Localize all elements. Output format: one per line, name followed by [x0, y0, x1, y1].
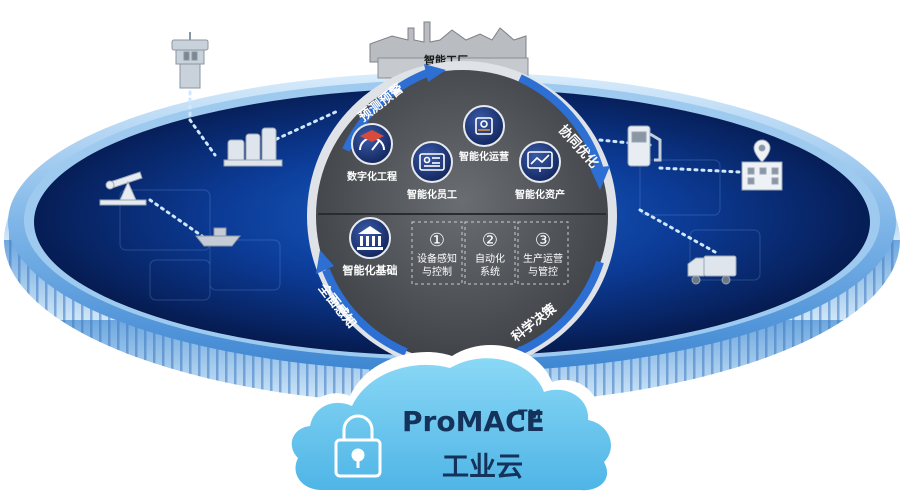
- module-label: 智能化运营: [459, 150, 509, 163]
- id-card-icon: [419, 153, 445, 171]
- gauge-icon: [359, 130, 385, 151]
- base-box-2: ② 自动化 系统: [464, 221, 516, 285]
- module-smart-assets: 智能化资产: [515, 141, 565, 201]
- city-location-icon: [741, 139, 783, 191]
- module-smart-operations: 智能化运营: [459, 105, 509, 163]
- module-label: 智能化员工: [407, 188, 457, 201]
- module-label: 智能化基础: [343, 263, 398, 277]
- module-digital-engineering: 数字化工程: [347, 123, 397, 183]
- ship-icon: [194, 227, 242, 247]
- base-box-line1: 设备感知: [417, 252, 457, 265]
- base-box-line1: 生产运营: [523, 252, 563, 265]
- base-box-3: ③ 生产运营 与管控: [517, 221, 569, 285]
- cloud-title: ProMACE: [402, 405, 545, 438]
- base-box-line2: 系统: [480, 265, 500, 278]
- base-box-1: ① 设备感知 与控制: [411, 221, 463, 285]
- machine-icon: [475, 117, 493, 135]
- module-smart-foundation: 智能化基础: [343, 217, 398, 277]
- chart-monitor-icon: [527, 151, 553, 172]
- cloud-subtitle: 工业云: [442, 452, 523, 483]
- base-box-number: ②: [482, 230, 498, 251]
- module-label: 智能化资产: [515, 188, 565, 201]
- refinery-icon: [223, 127, 283, 167]
- oil-pump-icon: [99, 171, 147, 206]
- base-box-line2: 与管控: [528, 265, 558, 278]
- base-box-line1: 自动化: [475, 252, 505, 265]
- truck-icon: [687, 255, 737, 285]
- base-box-number: ③: [535, 230, 551, 251]
- control-tower-icon: [171, 32, 209, 89]
- bank-icon: [357, 226, 383, 250]
- base-box-number: ①: [429, 230, 445, 251]
- cycle-arrows: [322, 68, 604, 356]
- base-box-line2: 与控制: [422, 265, 452, 278]
- module-label: 数字化工程: [347, 170, 397, 183]
- cloud-trademark: TM: [518, 408, 541, 424]
- padlock-icon: [334, 414, 382, 478]
- module-smart-staff: 智能化员工: [407, 141, 457, 201]
- industrial-cloud: ProMACE TM 工业云: [282, 344, 623, 497]
- fuel-station-icon: [627, 125, 662, 167]
